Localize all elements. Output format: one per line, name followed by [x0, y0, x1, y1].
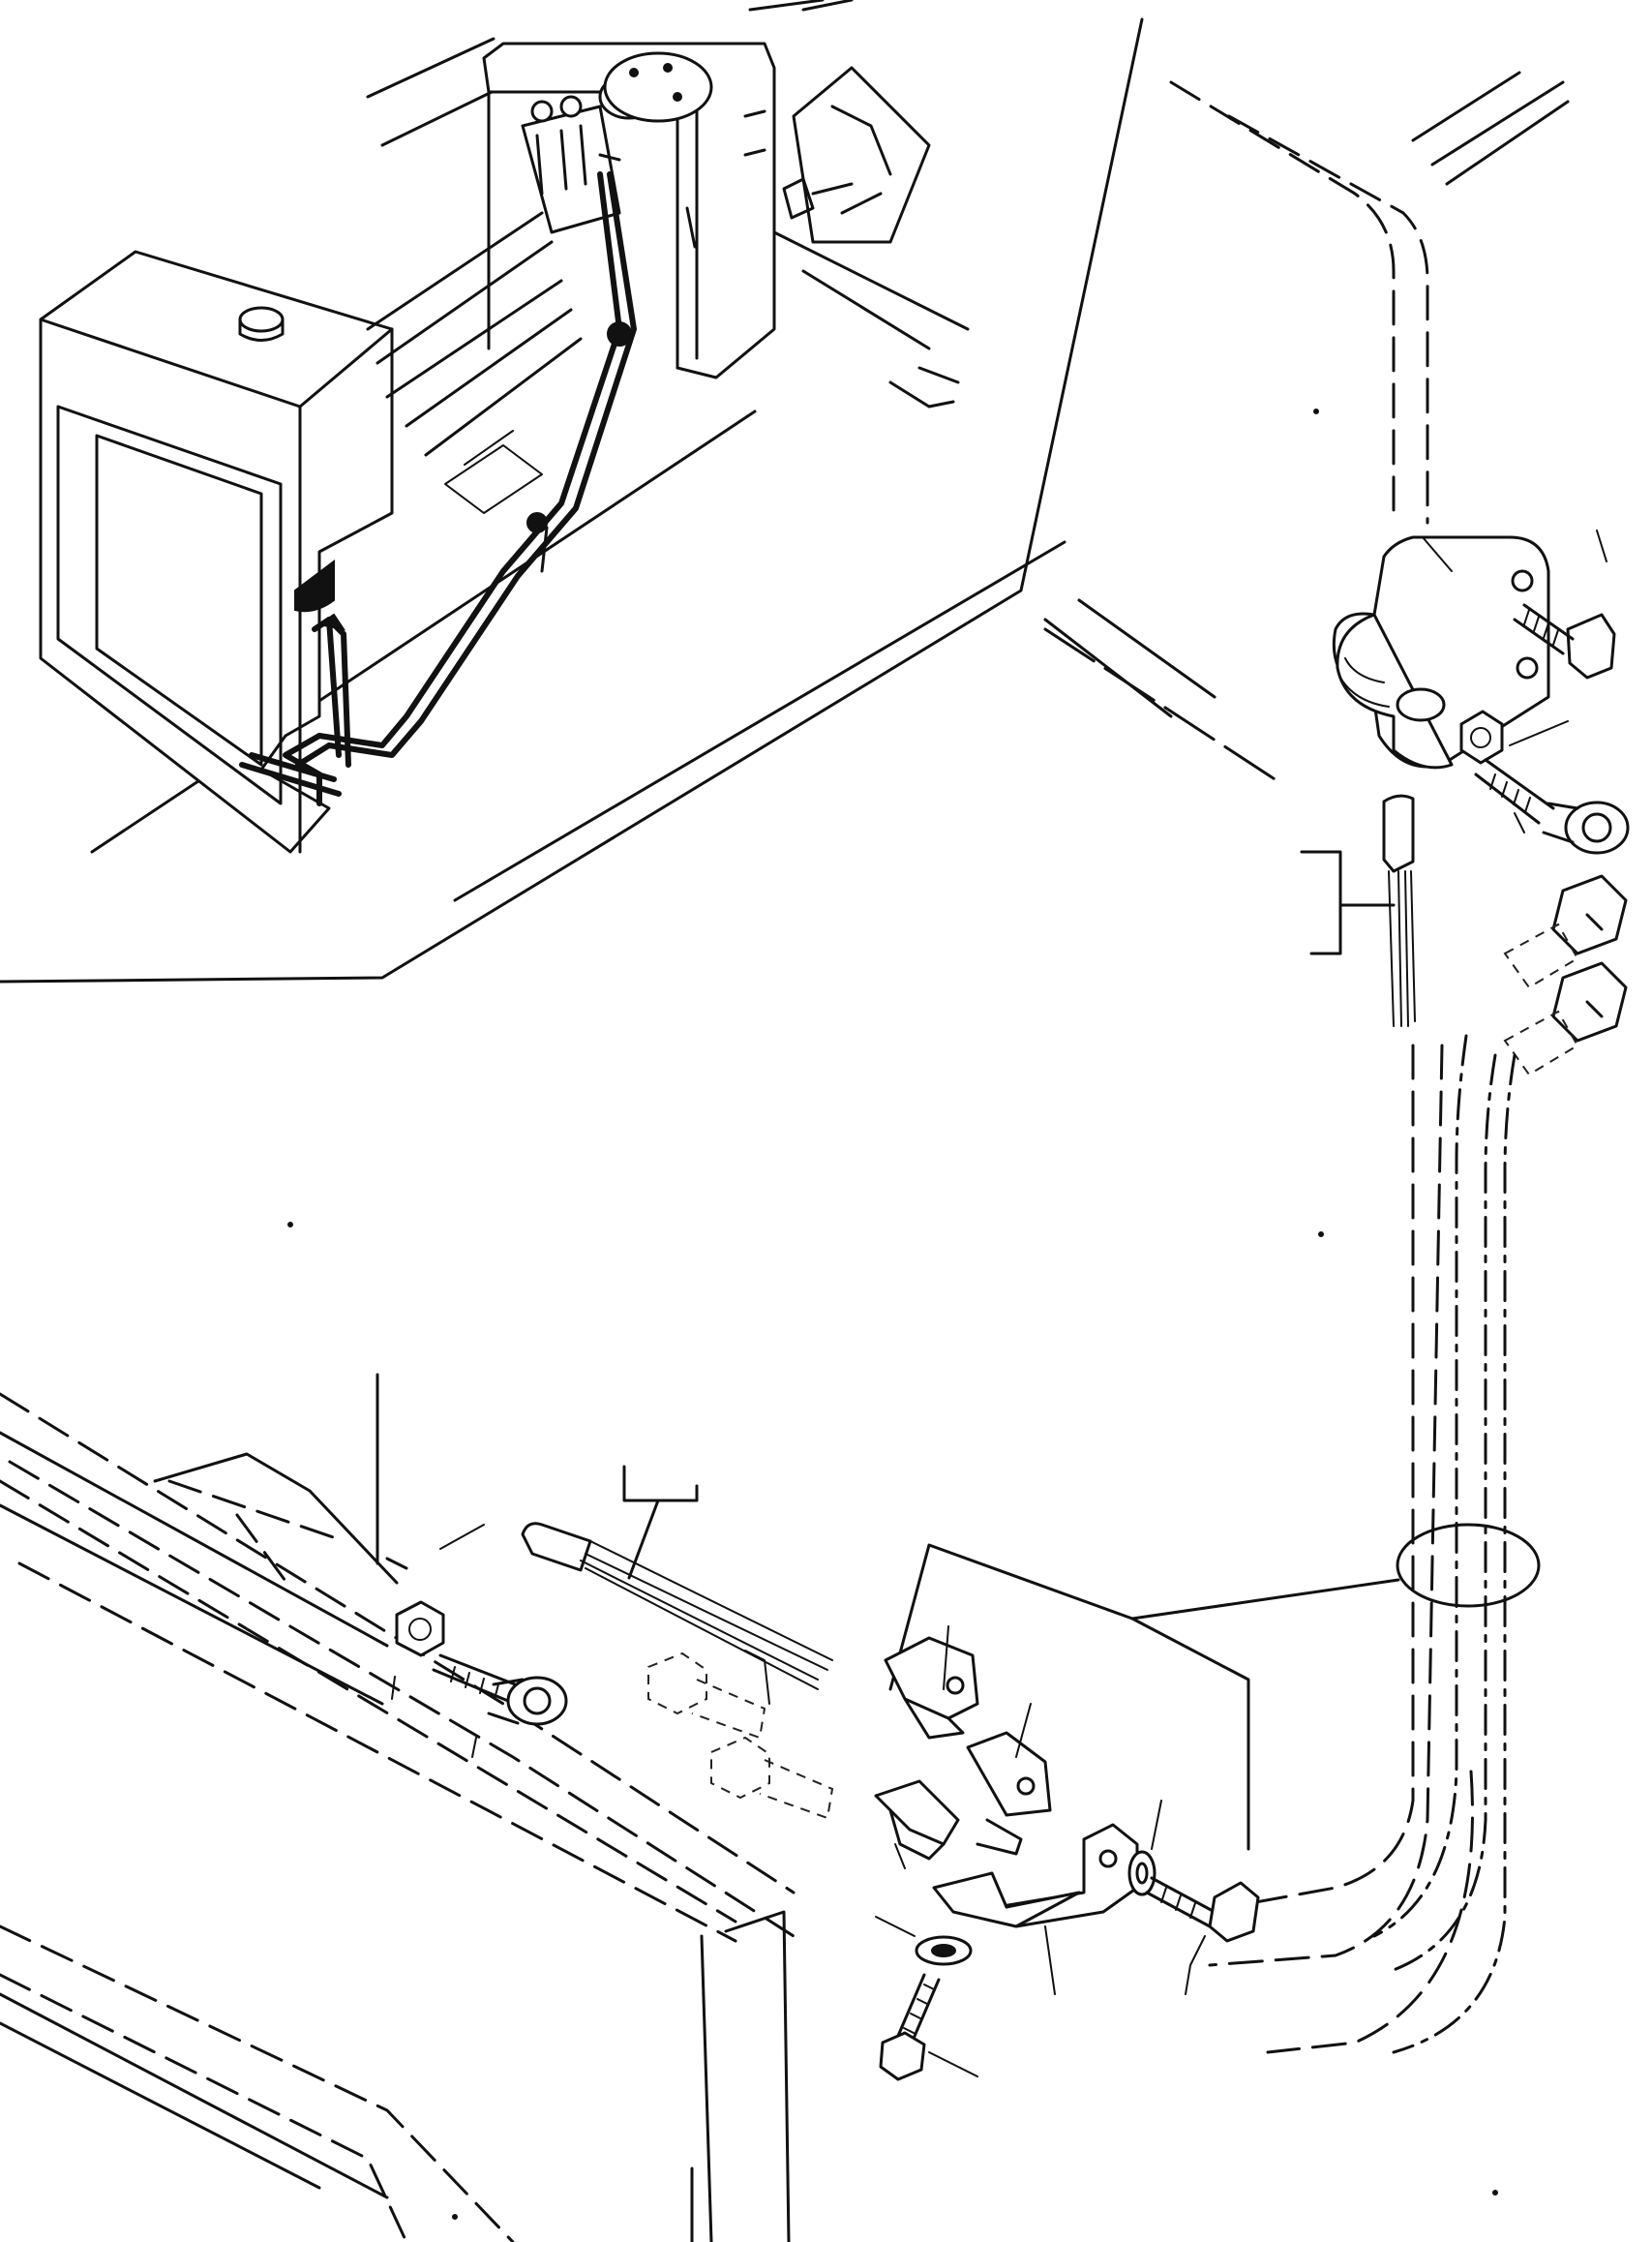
inset-border — [0, 17, 1144, 984]
panel-nut-and-screw — [391, 1524, 568, 1758]
cap-screw-upper — [1513, 603, 1616, 680]
coupler-pair-lower — [647, 1651, 834, 1820]
coupler-pair-upper — [1503, 874, 1628, 1076]
panel-outline — [0, 1373, 796, 2242]
flange-nut-and-screw — [1459, 710, 1630, 855]
scan-specks — [287, 409, 1498, 2220]
l-bracket-assembly — [875, 1800, 1260, 2081]
rear-frame — [482, 42, 776, 379]
floor-lines — [90, 37, 1066, 902]
group-callout — [888, 1523, 1541, 1851]
pillar-outline — [1043, 71, 1570, 786]
hose-run-dashed — [1208, 1034, 1517, 2054]
hose-routing — [239, 171, 637, 806]
cab-body — [39, 211, 583, 854]
mounting-plate — [1332, 535, 1550, 770]
callout-leaders-upper — [1422, 530, 1607, 833]
overview-inset — [0, 0, 1144, 984]
cable-tie — [1300, 794, 1416, 1027]
valve-block — [521, 95, 621, 234]
clamp-halves — [874, 1625, 1052, 1869]
cable-tie-lower — [521, 1465, 833, 1705]
gear-housing — [772, 66, 970, 409]
